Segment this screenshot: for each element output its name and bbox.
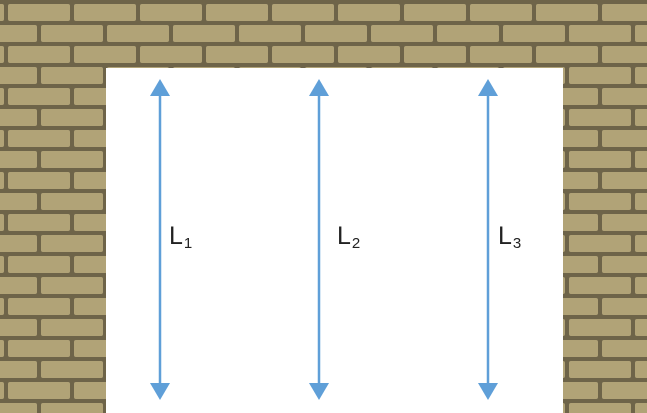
length-subscript: 2: [351, 235, 361, 252]
arrow-head-top: [309, 79, 329, 96]
length-subscript: 3: [512, 235, 522, 252]
length-subscript: 1: [183, 235, 193, 252]
arrow-head-bottom: [150, 383, 170, 400]
length-label-l2: L2: [337, 222, 361, 252]
length-arrow-l3: [478, 79, 498, 400]
length-symbol: L: [498, 222, 512, 250]
length-symbol: L: [337, 222, 351, 250]
length-arrow-l2: [309, 79, 329, 400]
length-label-l1: L1: [169, 222, 193, 252]
arrow-head-top: [150, 79, 170, 96]
length-symbol: L: [169, 222, 183, 250]
length-arrow-l1: [150, 79, 170, 400]
arrow-head-top: [478, 79, 498, 96]
length-label-l3: L3: [498, 222, 522, 252]
arrow-head-bottom: [309, 383, 329, 400]
arrow-head-bottom: [478, 383, 498, 400]
